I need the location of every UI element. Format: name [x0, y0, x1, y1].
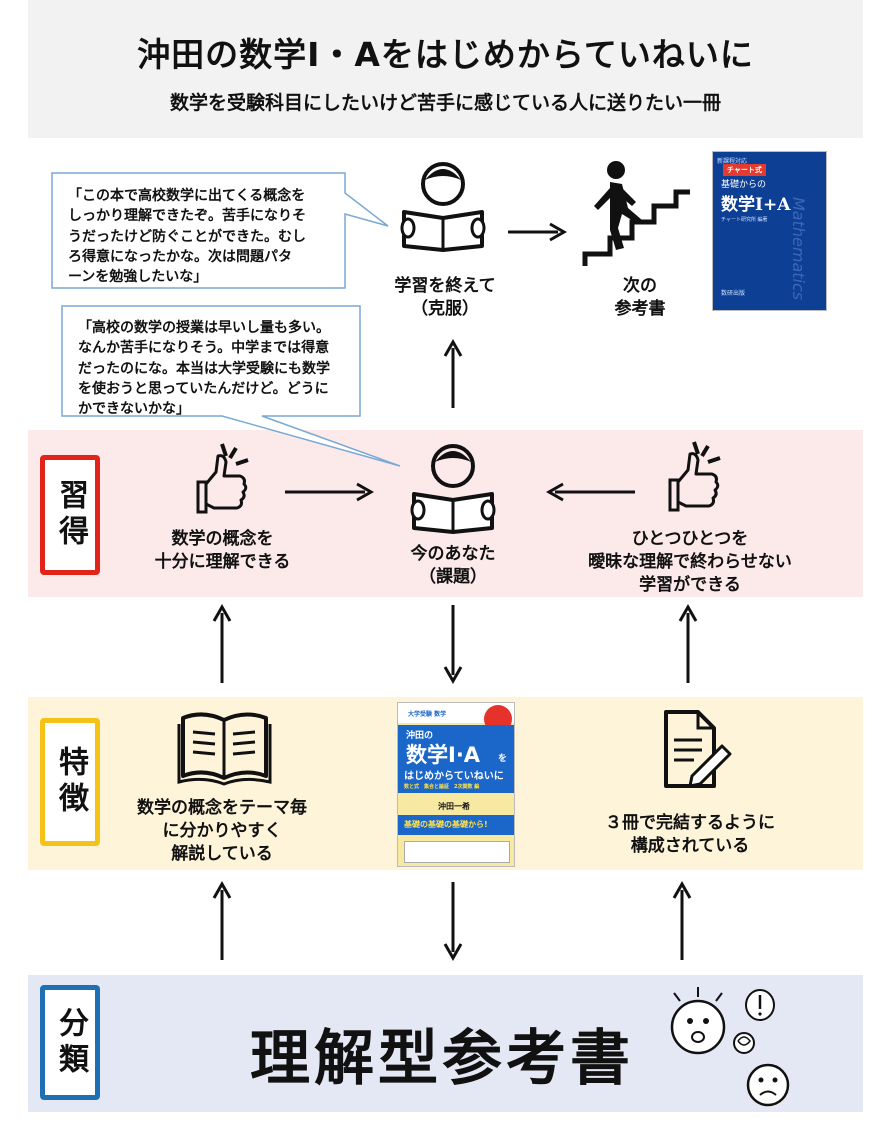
faces-icon [670, 987, 790, 1107]
learn-right-label: ひとつひとつを 曖昧な理解で終わらせない 学習ができる [588, 529, 792, 595]
category-band [28, 975, 863, 1112]
next-book-author: チャート研究所 編著 [721, 217, 768, 223]
category-text: 理解型参考書 [250, 1024, 634, 1094]
arrow-icon [443, 882, 463, 962]
reading-person-icon [410, 444, 496, 534]
next-book-title: 数学Ⅰ+A [721, 195, 791, 215]
next-book-subtitle: 基礎からの [721, 180, 767, 190]
main-book-cover: 大学受験 数学 沖田の 数学Ⅰ·A を はじめからていねいに 数と式 集合と論証… [397, 702, 515, 867]
arrow-icon [678, 603, 698, 683]
main-book-tag-line: 数と式 集合と論証 2次関数 編 [404, 784, 480, 790]
bubble-now-text: 「高校の数学の授業は早いし量も多い。 なんか苦手になりそう。中学までは得意 だっ… [78, 320, 330, 418]
arrow-icon [545, 482, 635, 502]
tag-shutoku: 習得 [40, 455, 100, 575]
main-book-title-tail: を [498, 754, 508, 764]
climbing-stairs-icon [582, 161, 690, 266]
document-pen-icon [664, 710, 732, 788]
arrow-icon [285, 482, 375, 502]
arrow-icon [672, 880, 692, 960]
main-book-series: 大学受験 数学 [408, 711, 447, 718]
next-book-publisher: 数研出版 [721, 290, 746, 297]
bubble-after [51, 172, 389, 289]
next-label: 次の 参考書 [614, 276, 666, 319]
reading-person-icon [400, 162, 486, 252]
feature-left-label: 数学の概念をテーマ毎 に分かりやすく 解説している [137, 798, 307, 864]
main-book-title-top: 沖田の [406, 731, 434, 741]
arrow-icon [443, 338, 463, 408]
next-book-badge: チャート式 [723, 164, 766, 176]
open-book-icon [177, 712, 272, 786]
arrow-icon [443, 605, 463, 685]
tag-bunrui: 分類 [40, 985, 100, 1100]
thumbs-up-icon [196, 443, 249, 514]
bubble-after-text: 「この本で高校数学に出てくる概念を しっかり理解できたぞ。苦手になりそ うだった… [68, 188, 306, 286]
learn-left-label: 数学の概念を 十分に理解できる [154, 529, 291, 572]
feature-right-label: ３冊で完結するように 構成されている [605, 813, 775, 856]
header: 沖田の数学Ⅰ・Aをはじめからていねいに 数学を受験科目にしたいけど苦手に感じてい… [28, 0, 863, 138]
next-book-cover: 新課程対応 チャート式 基礎からの 数学Ⅰ+A チャート研究所 編著 Mathe… [712, 151, 827, 311]
arrow-icon [508, 222, 568, 242]
thumbs-up-icon [668, 441, 721, 512]
learn-center-label: 今のあなた （課題） [410, 544, 496, 587]
main-book-catch: 基礎の基礎の基礎から! [404, 820, 488, 829]
arrow-icon [212, 603, 232, 683]
page-subtitle: 数学を受験科目にしたいけど苦手に感じている人に送りたい一冊 [169, 92, 721, 114]
page-title: 沖田の数学Ⅰ・Aをはじめからていねいに [137, 35, 754, 74]
bubble-now [61, 305, 401, 467]
next-book-small-label: 新課程対応 [717, 158, 748, 165]
arrow-icon [212, 880, 232, 960]
tag-tokucho: 特徴 [40, 718, 100, 846]
main-book-title-main: 数学Ⅰ·A [406, 743, 481, 767]
main-book-title-sub: はじめからていねいに [404, 771, 504, 782]
done-label: 学習を終えて （克服） [394, 276, 496, 319]
main-book-author: 沖田一希 [438, 802, 470, 811]
next-book-watermark: Mathematics [789, 197, 808, 301]
